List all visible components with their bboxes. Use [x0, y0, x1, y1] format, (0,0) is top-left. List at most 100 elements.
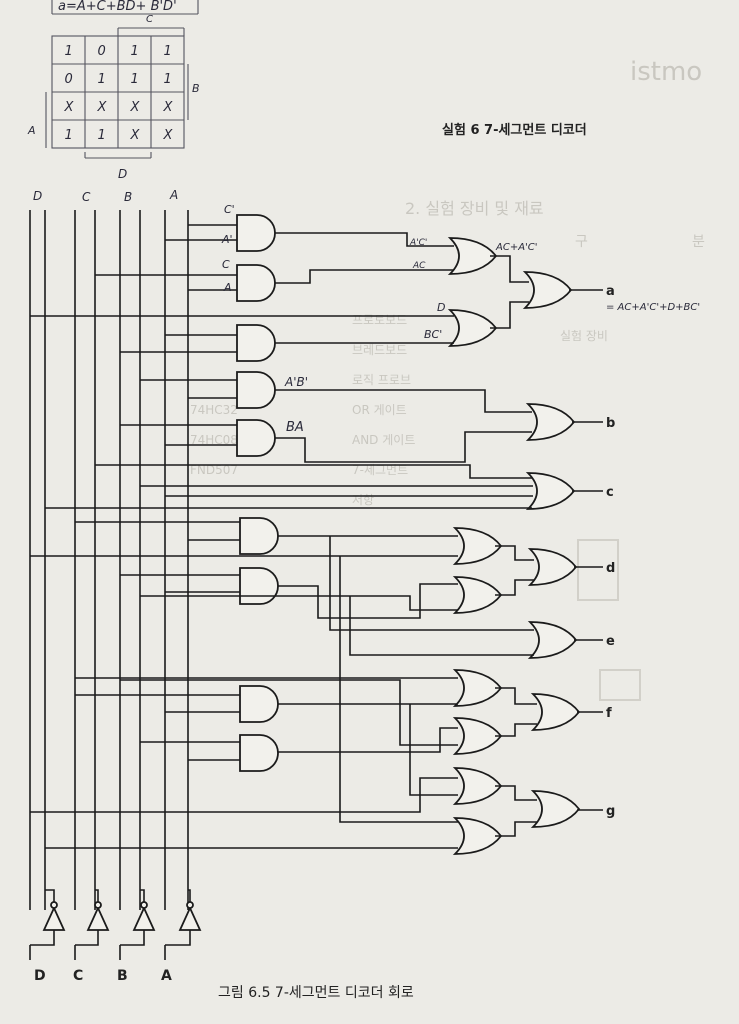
and-gate-3	[236, 324, 276, 362]
or-gate-a1	[449, 237, 497, 275]
kmap-cell: 1	[65, 44, 73, 59]
and-gate-column	[236, 214, 279, 772]
bottom-label-b: B	[117, 968, 128, 984]
input-buses	[29, 210, 189, 910]
or-gate-g-out	[532, 790, 580, 828]
bottom-label-a: A	[161, 968, 172, 984]
bottom-label-c: C	[73, 968, 83, 984]
background-bleed-text: istmo 2. 실험 장비 및 재료 구 분 프로토보드 브레드보드 로직 프…	[190, 57, 705, 701]
bleed-row-1: 브레드보드	[352, 343, 407, 357]
bleed-heading: 2. 실험 장비 및 재료	[405, 199, 544, 218]
top-label-a: A	[169, 188, 178, 202]
top-input-labels: D C B A	[33, 188, 178, 204]
or-gate-g1	[454, 767, 502, 805]
experiment-title: 실험 6 7-세그먼트 디코더	[442, 122, 587, 138]
note-c: C	[222, 258, 230, 271]
top-label-d: D	[33, 189, 42, 203]
kmap-cell: 1	[98, 72, 106, 87]
and-gate-4	[236, 371, 276, 409]
or-gate-f-out	[532, 693, 580, 731]
bleed-row-3: OR 게이트	[352, 403, 407, 417]
kmap-cell: 1	[164, 72, 172, 87]
kmap-cell: X	[130, 128, 141, 143]
or-gate-d2	[454, 576, 502, 614]
kmap-cell: X	[97, 100, 108, 115]
kmap-cell: 1	[65, 128, 73, 143]
bottom-input-labels: D C B A	[34, 968, 172, 984]
output-d: d	[606, 561, 615, 576]
output-f: f	[606, 706, 612, 721]
kmap-cell: X	[163, 100, 174, 115]
kmap-cell: 1	[164, 44, 172, 59]
bleed-part-1: 74HC32	[190, 403, 238, 417]
kmap-var-a: A	[27, 124, 36, 137]
bleed-part-2: 74HC08	[190, 433, 238, 447]
bottom-label-d: D	[34, 968, 46, 984]
inverter-a	[164, 889, 202, 960]
note-a-equation: = AC+A'C'+D+BC'	[606, 302, 700, 313]
bleed-col1: 구	[575, 234, 588, 250]
or-gate-c	[527, 472, 575, 510]
kmap-cell: 1	[131, 72, 139, 87]
and-gate-7	[239, 567, 279, 605]
output-a: a	[606, 284, 615, 299]
or-gate-d-out	[529, 548, 577, 586]
bleed-part-3: FND507	[190, 463, 238, 477]
note-a: A	[223, 281, 232, 294]
bleed-row-5: 7-세그먼트	[352, 463, 408, 477]
output-g: g	[606, 804, 615, 819]
note-a-b-prime: A'B'	[284, 375, 308, 389]
kmap-cell: 1	[98, 128, 106, 143]
inverters	[29, 889, 202, 960]
kmap-cell: X	[130, 100, 141, 115]
output-c: c	[606, 485, 614, 500]
bleed-col2: 분	[692, 234, 705, 250]
kmap-cell: 0	[98, 44, 106, 59]
or-gate-a-out	[524, 271, 572, 309]
kmap-equation: a=A+C+BD+ B'D'	[58, 0, 177, 14]
kmap-var-b: B	[192, 82, 200, 95]
output-labels: a b c d e f g	[606, 284, 615, 819]
and-gate-2	[236, 264, 276, 302]
note-a-c-prime: A'C'	[409, 238, 427, 248]
note-a-prime: A'	[221, 233, 233, 246]
note-ac-sum: AC+A'C'	[495, 242, 538, 253]
bleed-row-0: 프로토보드	[352, 313, 407, 327]
or-gate-g2	[454, 817, 502, 855]
figure-caption: 그림 6.5 7-세그먼트 디코더 회로	[218, 985, 414, 1001]
note-bc-prime: BC'	[424, 328, 442, 341]
and-gate-8	[239, 685, 279, 723]
or-gate-f1	[454, 669, 502, 707]
and-gate-1	[236, 214, 276, 252]
or-gate-e	[529, 621, 577, 659]
inverter-d	[29, 889, 66, 960]
kmap-equation-sub: C	[146, 14, 153, 25]
inverter-b	[119, 889, 156, 960]
bleed-row-6: 저항	[352, 493, 374, 507]
bleed-row-2: 로직 프로브	[352, 373, 411, 387]
and-gate-6	[239, 517, 279, 555]
and-gate-5	[236, 419, 276, 457]
note-ba: BA	[286, 420, 304, 435]
note-ac: AC	[412, 261, 426, 271]
top-label-b: B	[124, 190, 132, 204]
top-label-c: C	[82, 190, 91, 204]
handwritten-annotations: C' A' C A A'C' AC AC+A'C' D BC' A'B' BA …	[221, 203, 700, 435]
kmap-cell: X	[163, 128, 174, 143]
bleed-row-4: AND 게이트	[352, 433, 415, 447]
or-gate-a2	[449, 309, 497, 347]
and-gate-9	[239, 734, 279, 772]
kmap-var-d: D	[118, 167, 127, 181]
or-gate-b	[527, 403, 575, 441]
circuit-wiring	[30, 224, 603, 849]
kmap-cell: 1	[131, 44, 139, 59]
kmap-cell: 0	[65, 72, 73, 87]
bleed-corner-text: istmo	[630, 57, 702, 87]
bleed-side: 실험 장비	[560, 329, 608, 343]
note-d: D	[437, 301, 445, 314]
output-e: e	[606, 634, 615, 649]
or-gate-d1	[454, 527, 502, 565]
